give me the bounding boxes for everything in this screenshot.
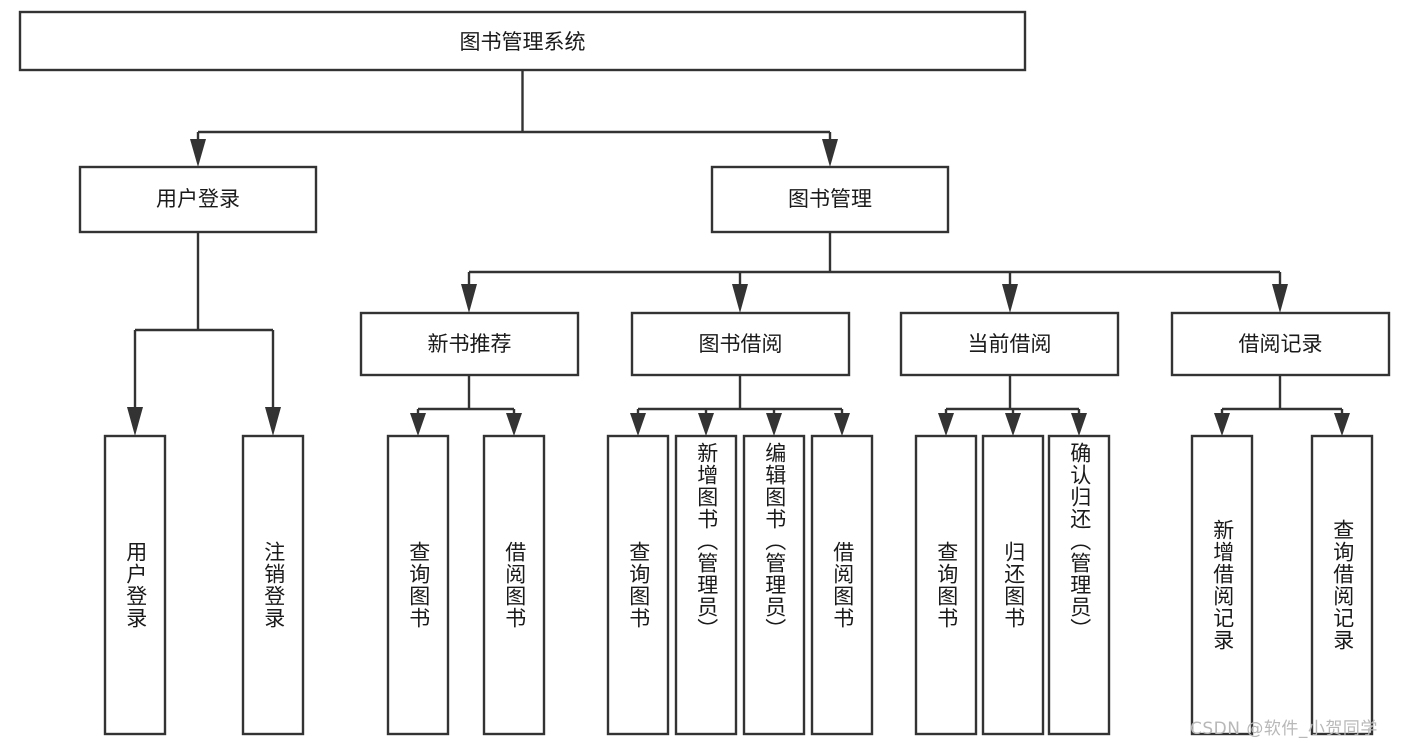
node-leaf-add-book[interactable] bbox=[674, 434, 738, 736]
arrowhead-new-book-rec bbox=[461, 284, 477, 313]
node-book-borrow[interactable] bbox=[630, 311, 851, 377]
node-new-book-rec[interactable] bbox=[359, 311, 580, 377]
node-leaf-confirm-return[interactable] bbox=[1047, 434, 1111, 736]
node-root[interactable] bbox=[18, 10, 1027, 72]
node-book-manage-label: 图书管理 bbox=[788, 187, 872, 211]
node-book-manage[interactable] bbox=[710, 165, 950, 234]
arrowhead-book-manage bbox=[822, 139, 838, 167]
node-book-borrow-label: 图书借阅 bbox=[699, 332, 783, 356]
arrowhead-current-borrow bbox=[1002, 284, 1018, 313]
arrowhead-leaf-query-book-2 bbox=[630, 413, 646, 436]
node-leaf-edit-book[interactable] bbox=[742, 434, 806, 736]
arrowhead-leaf-query-record bbox=[1334, 413, 1350, 436]
node-leaf-borrow-book-2[interactable] bbox=[810, 434, 874, 736]
node-borrow-record-label: 借阅记录 bbox=[1239, 332, 1323, 356]
arrowhead-leaf-borrow-book-2 bbox=[834, 413, 850, 436]
node-user-login-label: 用户登录 bbox=[156, 187, 240, 211]
node-leaf-query-record[interactable] bbox=[1310, 434, 1374, 736]
arrowhead-leaf-query-book-3 bbox=[938, 413, 954, 436]
arrowhead-leaf-borrow-book-1 bbox=[506, 413, 522, 436]
node-new-book-rec-label: 新书推荐 bbox=[428, 332, 512, 356]
node-leaf-logout[interactable] bbox=[241, 434, 305, 736]
node-borrow-record[interactable] bbox=[1170, 311, 1391, 377]
node-leaf-add-record[interactable] bbox=[1190, 434, 1254, 736]
node-user-login[interactable] bbox=[78, 165, 318, 234]
arrowhead-leaf-query-book-1 bbox=[410, 413, 426, 436]
arrowhead-borrow-record bbox=[1272, 284, 1288, 313]
node-leaf-query-book-2[interactable] bbox=[606, 434, 670, 736]
arrowhead-leaf-logout bbox=[265, 407, 281, 436]
watermark-text: CSDN @软件_小贺同学 bbox=[1190, 719, 1378, 739]
arrowhead-leaf-confirm-return bbox=[1071, 413, 1087, 436]
edge-group bbox=[127, 70, 1350, 436]
arrowhead-leaf-return-book bbox=[1005, 413, 1021, 436]
arrowhead-book-borrow bbox=[732, 284, 748, 313]
node-leaf-borrow-book-1[interactable] bbox=[482, 434, 546, 736]
node-current-borrow[interactable] bbox=[899, 311, 1120, 377]
node-current-borrow-label: 当前借阅 bbox=[968, 332, 1052, 356]
node-leaf-query-book-1[interactable] bbox=[386, 434, 450, 736]
node-leaf-return-book[interactable] bbox=[981, 434, 1045, 736]
arrowhead-leaf-edit-book bbox=[766, 413, 782, 436]
arrowhead-user-login bbox=[190, 139, 206, 167]
node-leaf-user-login[interactable] bbox=[103, 434, 167, 736]
arrowhead-leaf-user-login bbox=[127, 407, 143, 436]
node-group: 图书管理系统 用户登录 图书管理 新书推荐 图书借阅 当前借阅 借阅记录 bbox=[18, 10, 1391, 736]
arrowhead-leaf-add-record bbox=[1214, 413, 1230, 436]
arrowhead-leaf-add-book bbox=[698, 413, 714, 436]
node-root-label: 图书管理系统 bbox=[460, 30, 586, 54]
node-leaf-query-book-3[interactable] bbox=[914, 434, 978, 736]
